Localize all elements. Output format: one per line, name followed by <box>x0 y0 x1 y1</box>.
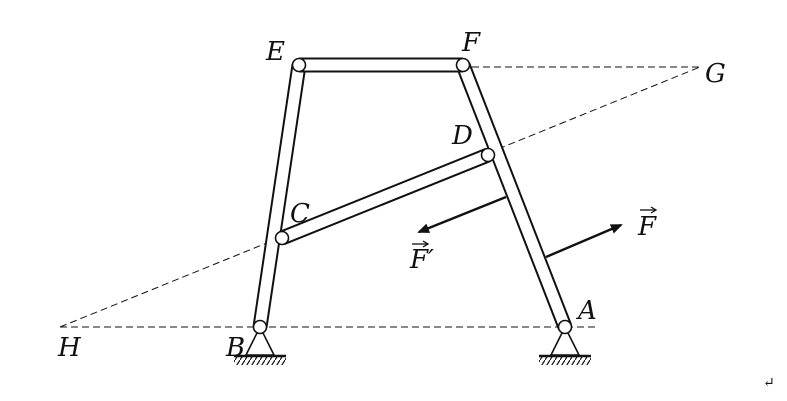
label-d: D <box>451 121 473 151</box>
label-a: A <box>576 296 597 326</box>
label-h: H <box>57 333 82 363</box>
bar-fa <box>456 62 572 330</box>
joint-d <box>480 147 496 163</box>
joint-e <box>291 57 307 73</box>
label-b: B <box>225 333 245 363</box>
joint-f <box>455 57 471 73</box>
force-label-f: F <box>637 206 658 242</box>
label-c: C <box>290 199 310 229</box>
label-g: G <box>705 59 726 89</box>
joint-c <box>274 230 290 246</box>
force-f-text: F <box>637 212 657 242</box>
label-e: E <box>265 37 285 67</box>
bar-cd <box>279 148 491 245</box>
support-a <box>539 319 591 365</box>
force-label-f-prime: F′ <box>409 240 434 275</box>
force-arrow-f-prime <box>417 195 507 234</box>
label-f: F <box>461 28 481 58</box>
bar-be <box>252 63 307 329</box>
return-mark: ↵ <box>763 375 775 391</box>
support-b <box>234 319 286 365</box>
force-arrow-f <box>545 223 623 259</box>
force-f-prime-text: F′ <box>409 245 434 275</box>
